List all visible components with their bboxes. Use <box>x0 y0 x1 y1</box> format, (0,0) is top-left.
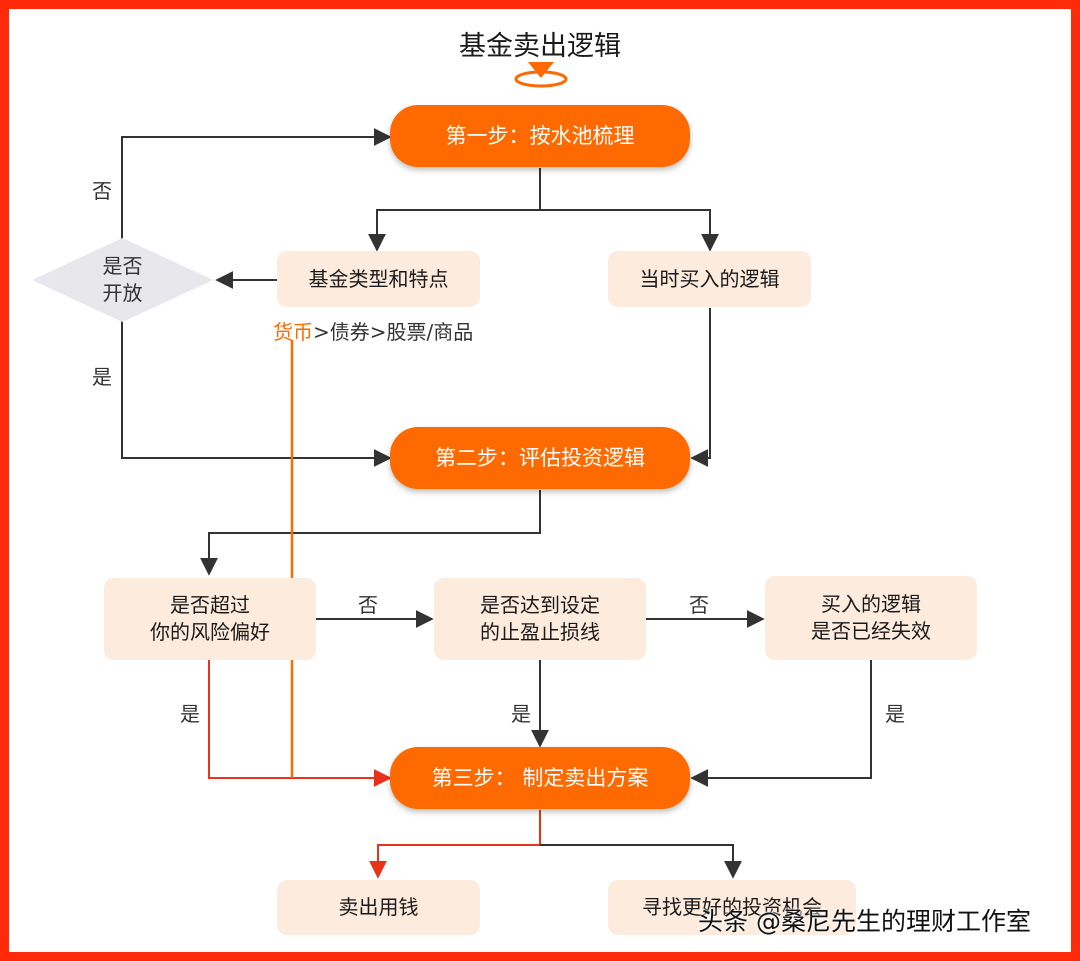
edge-step3-to-find-better <box>540 844 742 879</box>
sell-use-node: 卖出用钱 <box>277 880 480 935</box>
edge-risk-yes-to-step3 <box>208 660 392 787</box>
edge-label-no: 否 <box>358 593 378 617</box>
asset-order-highlight: 货币 <box>273 320 313 344</box>
edge-label-no: 否 <box>689 593 709 617</box>
title-down-arrow <box>514 62 568 88</box>
find-better-node: 寻找更好的投资机会 <box>608 880 856 935</box>
edge-step1-to-fund-types <box>368 168 541 252</box>
edge-buy-logic-to-step2 <box>690 308 711 467</box>
edge-label-yes: 是 <box>180 702 200 726</box>
edge-label-yes: 是 <box>92 365 112 389</box>
edge-logic-yes-to-step3 <box>690 660 872 787</box>
fund-types-node: 基金类型和特点 <box>277 251 480 307</box>
diagram-title: 基金卖出逻辑 <box>459 31 621 62</box>
watermark: 头条 @桑尼先生的理财工作室 <box>698 907 1031 936</box>
open-decision-diamond <box>32 238 213 322</box>
step-1-node: 第一步：按水池梳理 <box>390 105 690 167</box>
step-2-node: 第二步：评估投资逻辑 <box>390 427 690 489</box>
risk-check-node: 是否超过 你的风险偏好 <box>104 578 316 660</box>
edge-label-yes: 是 <box>885 702 905 726</box>
buy-logic-node: 当时买入的逻辑 <box>608 251 811 307</box>
asset-order-rest: >债券>股票/商品 <box>313 320 474 344</box>
edge-step1-to-buy-logic <box>540 209 719 252</box>
edge-step3-to-sell-use <box>369 810 541 879</box>
step-3-node: 第三步： 制定卖出方案 <box>390 747 690 809</box>
open-decision-label: 是否 开放 <box>102 254 143 305</box>
edge-label-yes: 是 <box>511 702 531 726</box>
edge-label-no: 否 <box>92 179 112 203</box>
edge-decision-no-to-step1 <box>121 128 392 240</box>
stop-check-node: 是否达到设定 的止盈止损线 <box>434 578 646 660</box>
logic-check-node: 买入的逻辑 是否已经失效 <box>765 576 977 660</box>
edge-decision-yes-to-step2 <box>121 320 392 467</box>
asset-order-text: 货币>债券>股票/商品 <box>273 316 473 345</box>
edge-step2-to-risk-check <box>200 490 541 576</box>
